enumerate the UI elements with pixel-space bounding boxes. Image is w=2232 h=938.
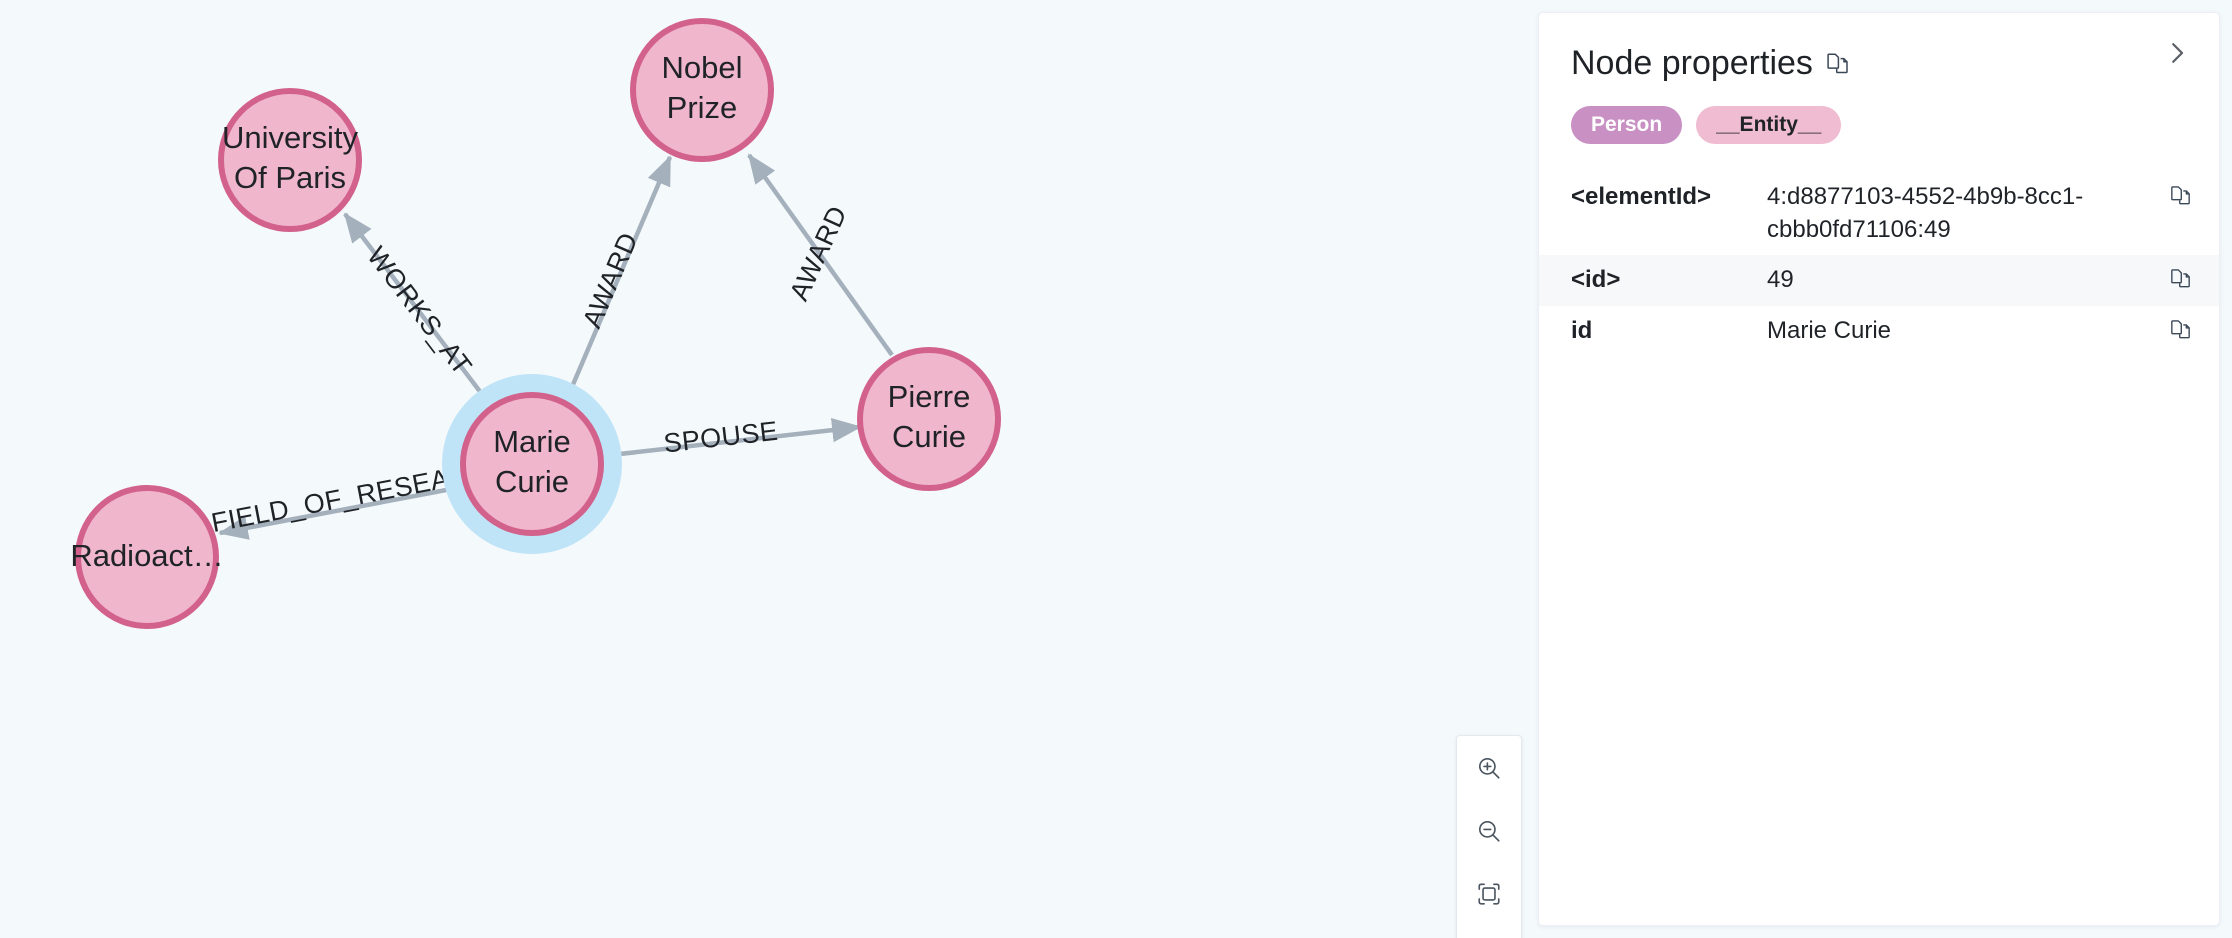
zoom-controls (1456, 735, 1522, 938)
node-properties-panel: Node properties Person __Entity__ (1538, 12, 2220, 926)
property-key: <elementId> (1571, 183, 1712, 211)
property-value: 4:d8877103-4552-4b9b-8cc1-cbbb0fd71106:4… (1767, 183, 2084, 243)
copy-property-icon[interactable] (2157, 181, 2191, 206)
node-label-chip-person[interactable]: Person (1571, 106, 1683, 145)
graph-node-nobel-prize[interactable]: Nobel Prize (630, 18, 774, 162)
copy-all-properties-icon[interactable] (1825, 51, 1849, 80)
zoom-out-icon (1476, 818, 1502, 844)
property-key: id (1571, 316, 1593, 344)
graph-node-university-of-paris[interactable]: University Of Paris (218, 88, 362, 232)
fit-to-screen-icon (1476, 881, 1502, 907)
edge-spouse[interactable]: SPOUSE (601, 416, 862, 459)
property-row-elementid[interactable]: <elementId> 4:d8877103-4552-4b9b-8cc1-cb… (1539, 172, 2219, 255)
edge-award-pierre[interactable]: AWARD (747, 153, 894, 357)
graph-node-marie-curie[interactable]: Marie Curie (442, 374, 622, 554)
zoom-out-button[interactable] (1456, 799, 1522, 862)
properties-table: <elementId> 4:d8877103-4552-4b9b-8cc1-cb… (1539, 172, 2219, 356)
fit-to-screen-button[interactable] (1456, 862, 1522, 925)
property-value: Marie Curie (1767, 316, 1892, 344)
collapse-panel-button[interactable] (2155, 33, 2199, 77)
node-label-chip-entity[interactable]: __Entity__ (1696, 106, 1842, 145)
zoom-in-icon (1476, 755, 1502, 781)
property-value: 49 (1767, 266, 1794, 294)
graph-node-radioactivity[interactable]: Radioact… (70, 485, 224, 629)
panel-header: Node properties (1539, 13, 2219, 82)
chevron-right-icon (2162, 38, 2192, 73)
graph-nodes: University Of Paris Nobel Prize Pierre C… (70, 18, 1001, 629)
copy-property-icon[interactable] (2157, 315, 2191, 340)
zoom-in-button[interactable] (1456, 736, 1522, 799)
graph-visualization[interactable]: WORKS_AT AWARD AWARD SPOUSE (0, 0, 1538, 938)
copy-property-icon[interactable] (2157, 264, 2191, 289)
graph-node-pierre-curie[interactable]: Pierre Curie (857, 347, 1001, 491)
edge-field-of-research[interactable]: FIELD_OF_RESEA… (209, 458, 478, 540)
property-key: <id> (1571, 266, 1621, 294)
property-row-id-internal[interactable]: <id> 49 (1539, 255, 2219, 306)
graph-canvas[interactable]: WORKS_AT AWARD AWARD SPOUSE (0, 0, 1538, 938)
edge-works-at[interactable]: WORKS_AT (343, 212, 493, 408)
edge-award-marie[interactable]: AWARD (563, 155, 673, 402)
property-row-id[interactable]: id Marie Curie (1539, 306, 2219, 356)
node-labels: Person __Entity__ (1539, 82, 2219, 145)
page-title: Node properties (1571, 44, 1813, 82)
